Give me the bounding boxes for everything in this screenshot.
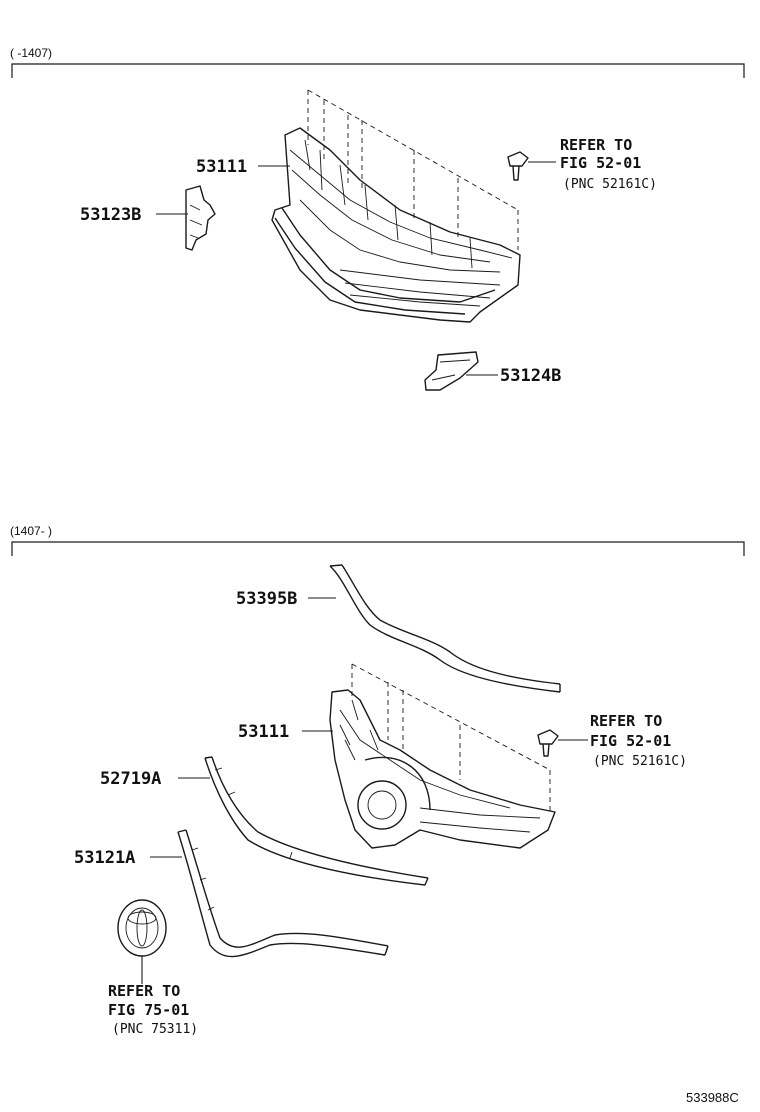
diagram-code: 533988C	[686, 1090, 739, 1105]
moulding-top[interactable]	[329, 564, 561, 693]
section-1-dash-lines	[307, 89, 519, 250]
section-2-range: (1407- )	[10, 524, 52, 538]
clip-icon-1	[507, 151, 529, 181]
refer-2-line3: (PNC 52161C)	[593, 754, 687, 769]
label-53395b: 53395B	[236, 589, 297, 609]
refer-1-line3: (PNC 52161C)	[563, 177, 657, 192]
label-53124b: 53124B	[500, 366, 561, 386]
moulding-side[interactable]	[204, 756, 429, 886]
section-1-range: ( -1407)	[10, 46, 52, 60]
section-2: (1407- )	[10, 524, 745, 1037]
refer-emblem-line3: (PNC 75311)	[112, 1022, 198, 1037]
emblem-icon	[117, 899, 167, 957]
refer-2-line1: REFER TO	[590, 712, 662, 730]
label-52719a: 52719A	[100, 769, 161, 789]
garnish[interactable]	[177, 829, 389, 958]
grille-upper-new[interactable]	[329, 689, 556, 849]
bracket-left[interactable]	[185, 185, 216, 251]
clip-icon-2	[537, 729, 559, 757]
refer-1-line2: FIG 52-01	[560, 154, 641, 172]
refer-emblem-line1: REFER TO	[108, 982, 180, 1000]
section-1: ( -1407)	[10, 46, 745, 391]
grille-upper-old[interactable]	[271, 127, 521, 323]
label-53111-new: 53111	[238, 722, 289, 742]
label-53111-old: 53111	[196, 157, 247, 177]
label-53121a: 53121A	[74, 848, 135, 868]
label-53123b: 53123B	[80, 205, 141, 225]
section-1-frame	[11, 63, 745, 78]
section-2-frame	[11, 541, 745, 556]
refer-emblem-line2: FIG 75-01	[108, 1001, 189, 1019]
refer-2-line2: FIG 52-01	[590, 732, 671, 750]
bracket-lower[interactable]	[424, 351, 479, 391]
refer-1-line1: REFER TO	[560, 136, 632, 154]
